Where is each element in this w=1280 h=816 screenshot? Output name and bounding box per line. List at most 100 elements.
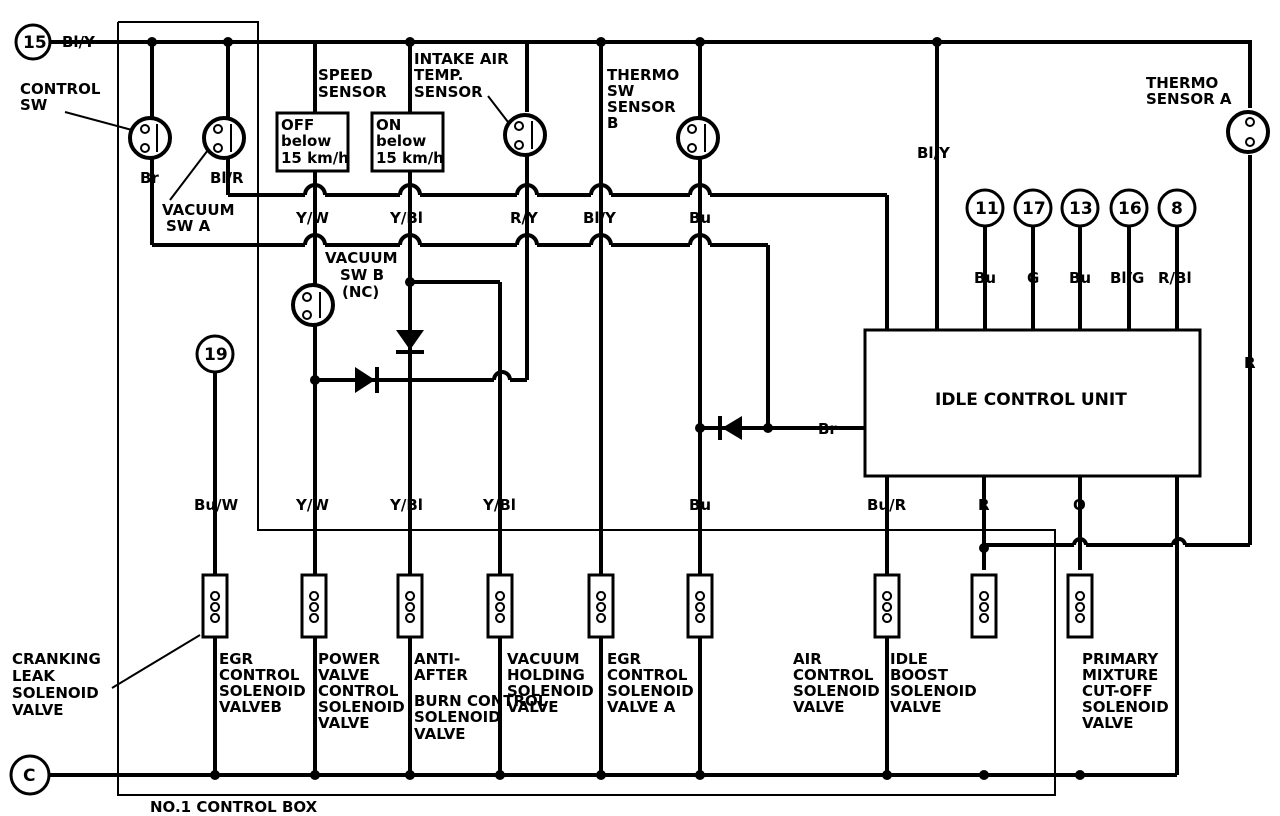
anti-after-label-3: BURN CONTROL <box>414 692 548 710</box>
svg-text:8: 8 <box>1171 199 1183 219</box>
control-box-label: NO.1 CONTROL BOX <box>150 798 318 816</box>
vacuum-hold-label-1: VACUUM <box>507 650 580 668</box>
egr-b-label-1: EGR <box>219 650 254 668</box>
diode-horizontal-right <box>718 416 742 440</box>
egr-a-label-4: VALVE A <box>607 698 676 716</box>
connector-11: 11 <box>965 188 1005 228</box>
off-box-line3: 15 km/h <box>281 149 349 167</box>
thermo-sensor-a-symbol <box>1226 110 1270 154</box>
diode-vertical <box>396 330 424 354</box>
air-control-label-2: CONTROL <box>793 666 874 684</box>
primary-mix-label-1: PRIMARY <box>1082 650 1159 668</box>
svg-text:C: C <box>23 766 35 786</box>
egr-b-label-3: SOLENOID <box>219 682 306 700</box>
wire-label-ybl-bot2: Y/Bl <box>482 496 516 514</box>
primary-mix-label-5: VALVE <box>1082 714 1134 732</box>
vacuum-sw-b-label-2: SW B <box>340 266 384 284</box>
thermo-sw-label-2: SW <box>607 82 635 100</box>
wire-label-bu-top: Bu <box>689 209 711 227</box>
idle-boost-label-1: IDLE <box>890 650 928 668</box>
connector-19: 19 <box>195 334 235 374</box>
control-sw-label-2: SW <box>20 96 48 114</box>
wire-label-c8: R/Bl <box>1158 269 1192 287</box>
power-valve-solenoid <box>396 573 424 639</box>
idle-boost-label-2: BOOST <box>890 666 949 684</box>
wire-color-labels: Bl/Y Br Bl/R Y/W Y/Bl R/Y Bl/Y Bu Bl/Y R… <box>62 33 1256 514</box>
thermo-a-label-1: THERMO <box>1146 74 1218 92</box>
intake-air-label-2: TEMP. <box>414 66 463 84</box>
diode-horizontal-left <box>355 367 379 393</box>
air-control-solenoid <box>873 573 901 639</box>
power-valve-label-3: CONTROL <box>318 682 399 700</box>
wire-label-buw: Bu/W <box>194 496 239 514</box>
egr-a-label-1: EGR <box>607 650 642 668</box>
anti-after-label-2: AFTER <box>414 666 468 684</box>
vacuum-sw-a-label-2: SW A <box>166 217 211 235</box>
idle-boost-solenoid <box>970 573 998 639</box>
cranking-label-1: CRANKING <box>12 650 101 668</box>
primary-mix-label-2: MIXTURE <box>1082 666 1158 684</box>
connector-8: 8 <box>1157 188 1197 228</box>
thermo-a-label-2: SENSOR A <box>1146 90 1232 108</box>
anti-after-burn-solenoid <box>486 573 514 639</box>
vacuum-sw-b-label-3: (NC) <box>342 283 379 301</box>
wire-label-o-bot: O <box>1073 496 1086 514</box>
power-valve-label-4: SOLENOID <box>318 698 405 716</box>
vacuum-hold-label-2: HOLDING <box>507 666 585 684</box>
thermo-sw-label-4: B <box>607 114 618 132</box>
svg-text:11: 11 <box>975 199 999 219</box>
wire-label-bly-top: Bl/Y <box>583 209 617 227</box>
thermo-sw-b-symbol <box>676 116 720 160</box>
air-control-label-1: AIR <box>793 650 822 668</box>
connector-c-ground: C <box>9 754 51 796</box>
wire-label-c11: Bu <box>974 269 996 287</box>
control-sw-label-1: CONTROL <box>20 80 101 98</box>
wire-label-yw-bot: Y/W <box>295 496 329 514</box>
vacuum-hold-label-4: VALVE <box>507 698 559 716</box>
speed-sensor-off-box <box>275 111 350 173</box>
speed-sensor-label-2: SENSOR <box>318 83 387 101</box>
solenoid-coils <box>210 591 1086 623</box>
vacuum-sw-b-label-1: VACUUM <box>325 249 398 267</box>
wire-label-bly-right: Bl/Y <box>917 144 951 162</box>
on-box-line1: ON <box>376 116 401 134</box>
connector-16: 16 <box>1109 188 1149 228</box>
intake-air-label-1: INTAKE AIR <box>414 50 509 68</box>
power-valve-label-2: VALVE <box>318 666 370 684</box>
wire-label-c17: G <box>1027 269 1039 287</box>
idle-boost-label-3: SOLENOID <box>890 682 977 700</box>
intake-air-label-3: SENSOR <box>414 83 483 101</box>
wire-label-yw-top: Y/W <box>295 209 329 227</box>
solenoid-valves <box>201 573 1094 639</box>
wire-label-br: Br <box>140 169 159 187</box>
power-valve-label-1: POWER <box>318 650 381 668</box>
egr-a-label-2: CONTROL <box>607 666 688 684</box>
vacuum-hold-label-3: SOLENOID <box>507 682 594 700</box>
wire-label-c13: Bu <box>1069 269 1091 287</box>
egr-b-label-4: VALVEB <box>219 698 282 716</box>
primary-mixture-solenoid <box>1066 573 1094 639</box>
egr-a-solenoid <box>686 573 714 639</box>
air-control-label-4: VALVE <box>793 698 845 716</box>
wire-label-ybl-top: Y/Bl <box>389 209 423 227</box>
wire-label-r-right: R <box>1244 354 1256 372</box>
anti-after-label-5: VALVE <box>414 725 466 743</box>
wire-label-r-bot: R <box>978 496 990 514</box>
on-box-line3: 15 km/h <box>376 149 444 167</box>
control-box-outline <box>117 21 1056 796</box>
wire-label-top-bly: Bl/Y <box>62 33 96 51</box>
svg-text:13: 13 <box>1069 199 1093 219</box>
leader-lines <box>64 95 509 689</box>
anti-after-label-4: SOLENOID <box>414 708 501 726</box>
connector-17: 17 <box>1013 188 1053 228</box>
anti-after-label-1: ANTI- <box>414 650 460 668</box>
intake-air-sensor-symbol <box>503 113 547 157</box>
connector-13: 13 <box>1060 188 1100 228</box>
wires <box>48 40 1252 777</box>
cranking-label-4: VALVE <box>12 701 64 719</box>
idle-control-unit <box>863 328 1202 478</box>
idle-boost-label-4: VALVE <box>890 698 942 716</box>
idle-control-unit-label: IDLE CONTROL UNIT <box>935 390 1127 410</box>
thermo-sw-label-3: SENSOR <box>607 98 676 116</box>
wire-label-ry-top: R/Y <box>510 209 539 227</box>
